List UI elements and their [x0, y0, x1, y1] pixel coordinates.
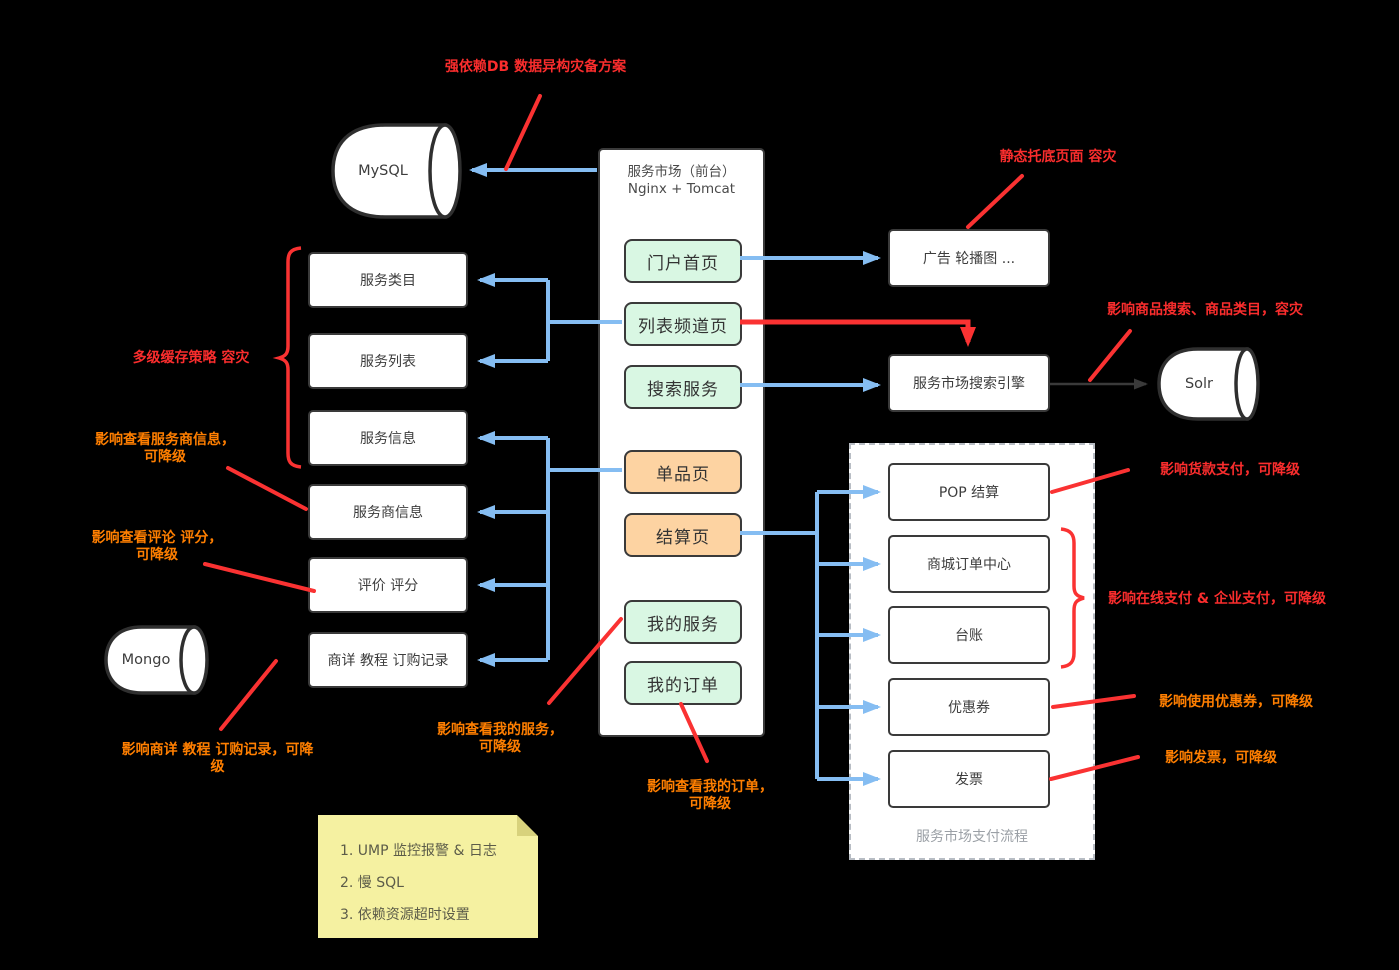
leader-db-disaster [504, 94, 542, 171]
node-detail-records: 商详 教程 订购记录 [308, 632, 468, 688]
note-line-1: 1. UMP 监控报警 & 日志 [340, 843, 497, 859]
note-line-3: 3. 依赖资源超时设置 [340, 907, 470, 923]
node-service-info: 服务信息 [308, 410, 468, 466]
leader-search-impact [1088, 329, 1132, 382]
node-checkout-page: 结算页 [624, 513, 742, 557]
node-review-score: 评价 评分 [308, 557, 468, 613]
node-list-channel: 列表频道页 [624, 302, 742, 346]
annotation-vendor-info-line1: 影响查看服务商信息， [95, 432, 235, 448]
annotation-static-fallback: 静态托底页面 容灾 [999, 149, 1117, 165]
frontend-title: 服务市场（前台） Nginx + Tomcat [600, 164, 763, 198]
mysql-label: MySQL [358, 163, 408, 179]
frontend-container: 服务市场（前台） Nginx + Tomcat 门户首页 列表频道页 搜索服务 … [598, 148, 765, 737]
frontend-title-line2: Nginx + Tomcat [627, 181, 736, 197]
annotation-my-services-line2: 可降级 [479, 738, 521, 755]
annotation-review-score-line1: 影响查看评论 评分， [91, 530, 223, 546]
solr-label: Solr [1184, 376, 1214, 392]
frontend-title-line1: 服务市场（前台） [627, 164, 736, 180]
annotation-vendor-info: 影响查看服务商信息， 可降级 [90, 432, 240, 466]
node-search-engine: 服务市场搜索引擎 [888, 354, 1050, 412]
node-my-orders: 我的订单 [624, 661, 742, 705]
annotation-cache-strategy: 多级缓存策略 容灾 [132, 350, 250, 366]
annotation-my-orders: 影响查看我的订单， 可降级 [640, 779, 780, 813]
brace-cache-strategy [272, 246, 302, 469]
annotation-my-services-line1: 影响查看我的服务， [437, 722, 563, 738]
leader-review-score [203, 562, 316, 593]
annotation-db-disaster: 强依赖DB 数据异构灾备方案 [444, 59, 627, 75]
node-portal-home: 门户首页 [624, 239, 742, 283]
payment-flow-title: 服务市场支付流程 [916, 829, 1028, 845]
leader-detail-records [219, 659, 278, 731]
node-search-service: 搜索服务 [624, 365, 742, 409]
node-service-category: 服务类目 [308, 252, 468, 308]
annotation-detail-records-line1: 影响商详 教程 订购记录，可降 [121, 742, 314, 758]
annotation-review-score-line2: 可降级 [136, 546, 178, 563]
node-pop-settle: POP 结算 [888, 463, 1050, 521]
annotation-detail-records-line2: 级 [210, 758, 225, 775]
mongo-label: Mongo [121, 652, 171, 668]
note-line-2: 2. 慢 SQL [340, 875, 404, 891]
node-ledger: 台账 [888, 606, 1050, 664]
annotation-pop-payment: 影响货款支付，可降级 [1160, 462, 1300, 478]
node-item-page: 单品页 [624, 450, 742, 494]
leader-vendor-info [226, 466, 308, 511]
annotation-online-payment: 影响在线支付 & 企业支付，可降级 [1108, 591, 1326, 607]
annotation-my-services: 影响查看我的服务， 可降级 [430, 722, 570, 756]
annotation-coupon: 影响使用优惠券，可降级 [1159, 694, 1313, 710]
annotation-vendor-info-line2: 可降级 [144, 448, 186, 465]
annotation-invoice: 影响发票，可降级 [1165, 750, 1277, 766]
node-my-services: 我的服务 [624, 600, 742, 644]
node-vendor-info: 服务商信息 [308, 484, 468, 540]
node-coupon: 优惠券 [888, 678, 1050, 736]
annotation-detail-records: 影响商详 教程 订购记录，可降 级 [115, 742, 320, 776]
node-ads-carousel: 广告 轮播图 ... [888, 229, 1050, 287]
leader-static-fallback [966, 174, 1024, 229]
annotation-my-orders-line1: 影响查看我的订单， [647, 779, 773, 795]
annotation-my-orders-line2: 可降级 [689, 795, 731, 812]
annotation-review-score: 影响查看评论 评分， 可降级 [82, 530, 232, 564]
annotation-search-impact: 影响商品搜索、商品类目，容灾 [1107, 302, 1303, 318]
node-invoice: 发票 [888, 750, 1050, 808]
arrow-list-to-engine [740, 319, 976, 347]
node-service-list: 服务列表 [308, 333, 468, 389]
node-order-center: 商城订单中心 [888, 535, 1050, 593]
sticky-note: 1. UMP 监控报警 & 日志 2. 慢 SQL 3. 依赖资源超时设置 [318, 815, 538, 938]
